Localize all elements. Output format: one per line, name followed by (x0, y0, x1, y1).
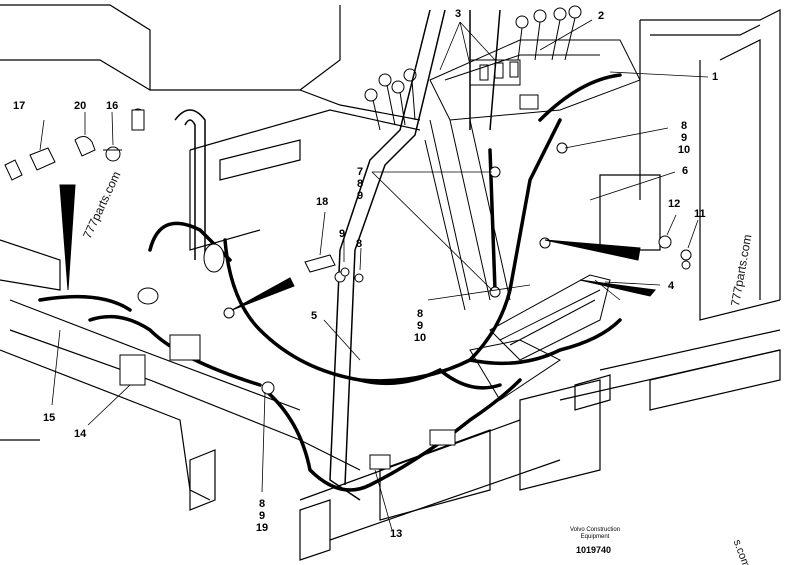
callout-20: 20 (74, 100, 87, 112)
callout-4: 4 (668, 280, 675, 292)
callout-stack-mid-left-b: 8 (356, 178, 364, 190)
callout-stack-bottom-c: 19 (255, 522, 269, 534)
callout-stack-right-top-a: 8 (680, 120, 688, 132)
harness-clips (119, 94, 568, 470)
callout-stack-right-top: 8 9 10 (672, 120, 696, 156)
brand-caption: Volvo Construction Equipment (560, 527, 630, 541)
control-levers (364, 5, 582, 131)
callout-stack-bottom-b: 9 (258, 510, 266, 522)
callout-8: 8 (356, 238, 363, 250)
leader-lines (39, 19, 709, 531)
callout-stack-bottom-a: 8 (258, 498, 266, 510)
callout-stack-mid-a: 8 (416, 308, 424, 320)
callout-6: 6 (682, 165, 689, 177)
callout-14: 14 (74, 428, 87, 440)
callout-15: 15 (43, 412, 56, 424)
valve-block (424, 39, 641, 311)
armrest-panel (469, 274, 611, 401)
callout-stack-mid: 8 9 10 (408, 308, 432, 344)
callout-stack-right-top-b: 9 (680, 132, 688, 144)
callout-2: 2 (598, 10, 605, 22)
callout-13: 13 (390, 528, 403, 540)
callout-stack-mid-left-a: 7 (356, 166, 364, 178)
callout-5: 5 (311, 310, 318, 322)
exploded-fittings (4, 136, 692, 283)
cab-frame (0, 4, 781, 561)
brand-line-2: Equipment (580, 534, 610, 540)
callout-stack-right-top-c: 10 (677, 144, 691, 156)
document-number: 1019740 (576, 545, 612, 555)
brand-line-1: Volvo Construction (569, 527, 621, 533)
pointer-wedges (59, 184, 656, 311)
callout-3: 3 (455, 8, 462, 20)
callout-9: 9 (339, 228, 346, 240)
callout-stack-mid-c: 10 (413, 332, 427, 344)
callout-stack-mid-b: 9 (416, 320, 424, 332)
callout-17: 17 (13, 100, 26, 112)
callout-16: 16 (106, 100, 119, 112)
callout-11: 11 (694, 208, 706, 220)
callout-stack-mid-left-c: 9 (356, 190, 364, 202)
seat-frame-tubes (174, 9, 501, 501)
callout-stack-bottom: 8 9 19 (250, 498, 274, 534)
callout-1: 1 (712, 71, 719, 83)
callout-18: 18 (316, 196, 329, 208)
callout-12: 12 (668, 198, 681, 210)
cable-harness (38, 73, 622, 492)
callout-stack-mid-left: 7 8 9 (348, 166, 372, 202)
